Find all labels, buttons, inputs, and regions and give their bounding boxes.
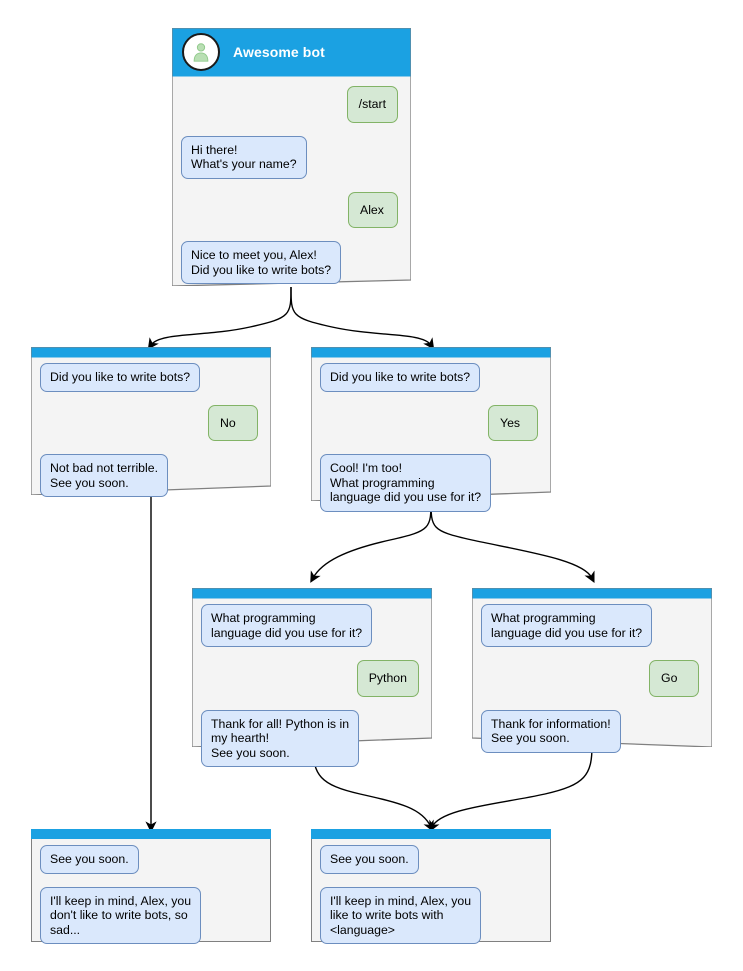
bot-message-bubble: What programming language did you use fo…	[481, 604, 653, 647]
message-row: See you soon.	[320, 845, 542, 874]
node-yes-branch-shell: Did you like to write bots? Yes Cool! I'…	[311, 347, 551, 512]
message-row: I'll keep in mind, Alex, you like to wri…	[320, 886, 542, 944]
node-end-happy-titlebar	[311, 829, 551, 839]
message-row: Yes	[320, 404, 542, 441]
node-go-branch-messages: What programming language did you use fo…	[472, 598, 712, 766]
bot-message-bubble: See you soon.	[40, 845, 139, 874]
node-yes-branch-messages: Did you like to write bots? Yes Cool! I'…	[311, 357, 551, 525]
user-message-bubble: No	[208, 404, 258, 441]
message-row: Thank for all! Python is in my hearth! S…	[201, 709, 423, 767]
node-yes-branch[interactable]: Did you like to write bots? Yes Cool! I'…	[311, 347, 551, 512]
node-no-branch-messages: Did you like to write bots? No Not bad n…	[31, 357, 271, 510]
message-row: I'll keep in mind, Alex, you don't like …	[40, 886, 262, 944]
message-row: Cool! I'm too! What programming language…	[320, 454, 542, 512]
bot-message-bubble: I'll keep in mind, Alex, you don't like …	[40, 886, 202, 944]
node-end-sad-shell: See you soon. I'll keep in mind, Alex, y…	[31, 829, 271, 944]
bot-message-bubble: I'll keep in mind, Alex, you like to wri…	[320, 886, 482, 944]
node-python-branch-shell: What programming language did you use fo…	[192, 588, 432, 767]
bot-message-bubble: Not bad not terrible. See you soon.	[40, 454, 169, 497]
message-row: Did you like to write bots?	[40, 363, 262, 392]
node-root-titlebar: Awesome bot	[172, 28, 411, 76]
person-glyph	[193, 43, 209, 62]
node-end-happy-messages: See you soon. I'll keep in mind, Alex, y…	[311, 839, 551, 957]
message-row: Nice to meet you, Alex! Did you like to …	[181, 241, 402, 284]
message-row: Did you like to write bots?	[320, 363, 542, 392]
user-message-bubble: Python	[356, 660, 419, 697]
message-row: /start	[181, 86, 402, 123]
user-message-bubble: Yes	[488, 404, 538, 441]
node-end-sad-titlebar	[31, 829, 271, 839]
node-root[interactable]: Awesome bot /start Hi there! What's your…	[172, 28, 411, 286]
message-row: Go	[481, 660, 703, 697]
bot-message-bubble: Nice to meet you, Alex! Did you like to …	[181, 241, 342, 284]
message-row: Thank for information! See you soon.	[481, 709, 703, 753]
bot-title: Awesome bot	[233, 44, 325, 60]
message-row: What programming language did you use fo…	[481, 604, 703, 647]
user-message-bubble: Go	[649, 660, 699, 697]
node-go-branch-shell: What programming language did you use fo…	[472, 588, 712, 753]
node-python-branch[interactable]: What programming language did you use fo…	[192, 588, 432, 767]
node-python-branch-messages: What programming language did you use fo…	[192, 598, 432, 780]
bot-message-bubble: What programming language did you use fo…	[201, 604, 373, 647]
node-end-happy-shell: See you soon. I'll keep in mind, Alex, y…	[311, 829, 551, 944]
node-go-branch[interactable]: What programming language did you use fo…	[472, 588, 712, 753]
node-end-happy[interactable]: See you soon. I'll keep in mind, Alex, y…	[311, 829, 551, 944]
message-row: Alex	[181, 191, 402, 228]
node-root-shell: Awesome bot /start Hi there! What's your…	[172, 28, 411, 286]
node-no-branch-shell: Did you like to write bots? No Not bad n…	[31, 347, 271, 497]
bot-message-bubble: Did you like to write bots?	[320, 363, 481, 392]
message-row: Python	[201, 660, 423, 697]
user-message-bubble: Alex	[348, 191, 398, 228]
message-row: See you soon.	[40, 845, 262, 874]
message-row: What programming language did you use fo…	[201, 604, 423, 647]
bot-message-bubble: See you soon.	[320, 845, 419, 874]
message-row: Hi there! What's your name?	[181, 135, 402, 179]
bot-message-bubble: Cool! I'm too! What programming language…	[320, 454, 492, 512]
node-root-messages: /start Hi there! What's your name? Alex …	[172, 76, 411, 297]
bot-message-bubble: Hi there! What's your name?	[181, 135, 307, 179]
message-row: No	[40, 404, 262, 441]
bot-message-bubble: Thank for all! Python is in my hearth! S…	[201, 709, 360, 767]
message-row: Not bad not terrible. See you soon.	[40, 454, 262, 497]
bot-message-bubble: Thank for information! See you soon.	[481, 709, 621, 753]
node-no-branch[interactable]: Did you like to write bots? No Not bad n…	[31, 347, 271, 497]
node-end-sad[interactable]: See you soon. I'll keep in mind, Alex, y…	[31, 829, 271, 944]
bot-message-bubble: Did you like to write bots?	[40, 363, 201, 392]
user-message-bubble: /start	[346, 86, 398, 123]
person-icon	[182, 33, 220, 71]
node-end-sad-messages: See you soon. I'll keep in mind, Alex, y…	[31, 839, 271, 957]
